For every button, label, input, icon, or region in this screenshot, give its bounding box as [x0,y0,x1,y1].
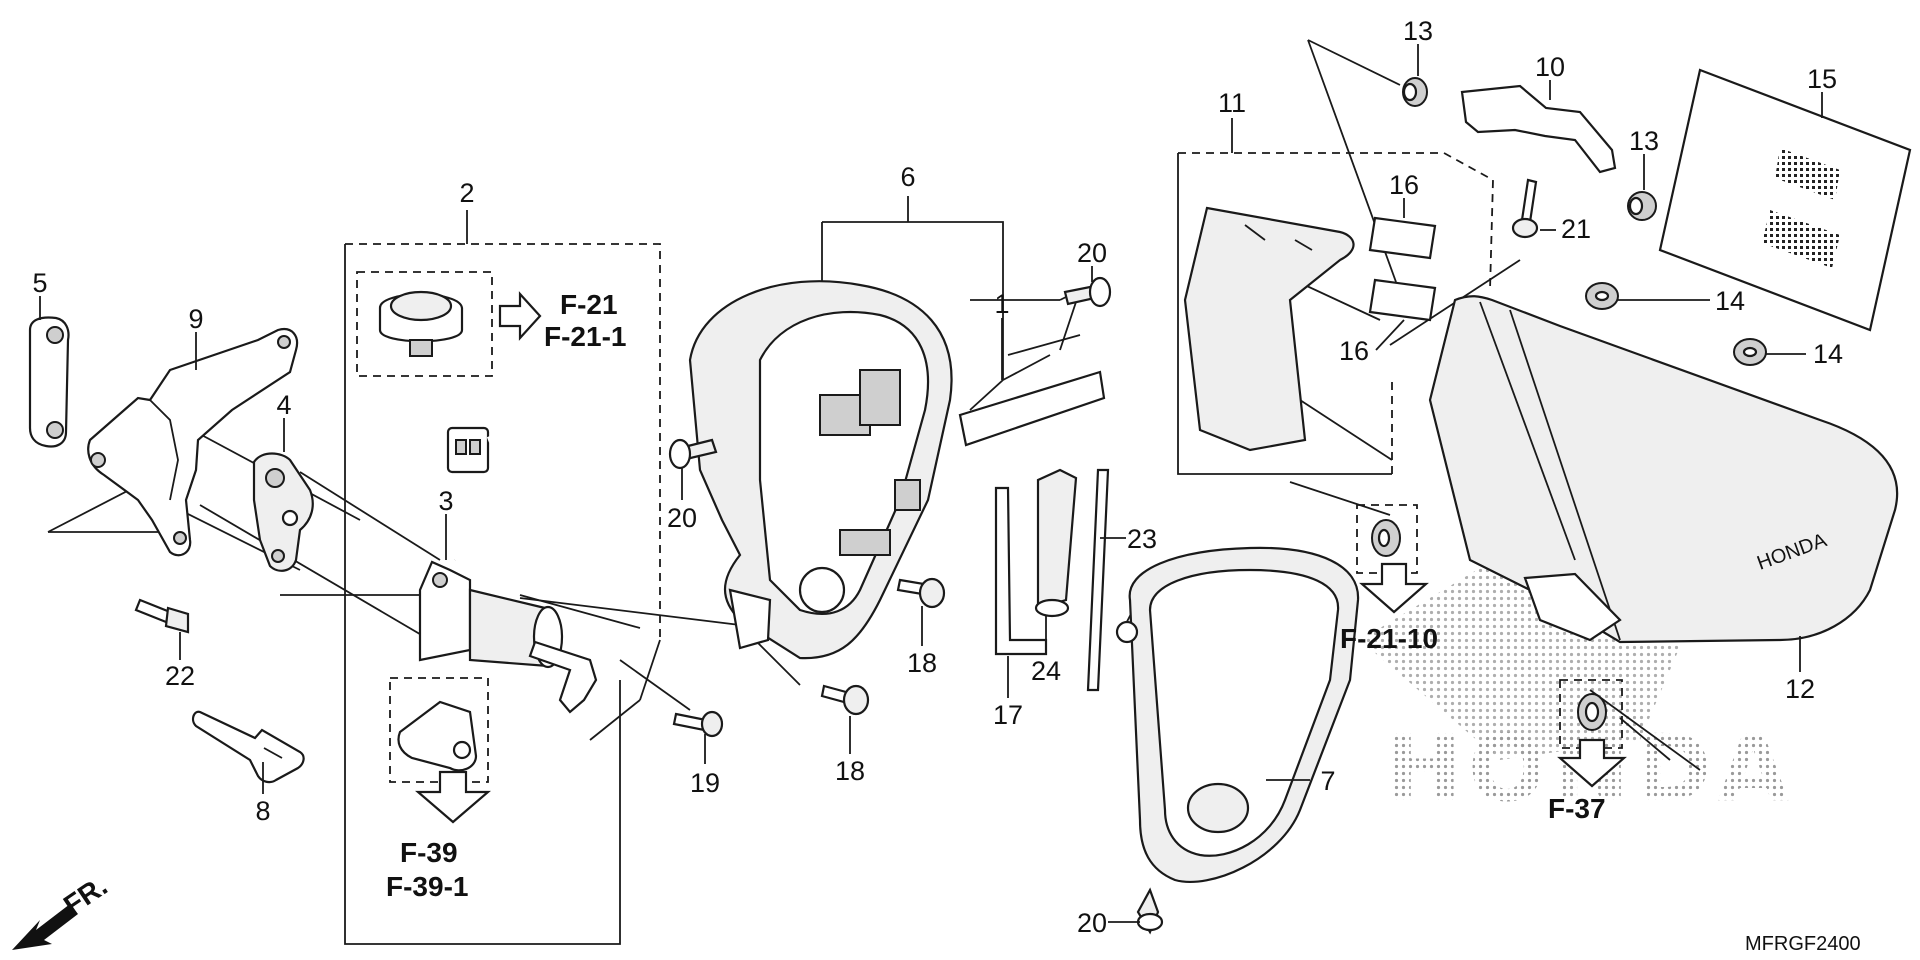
part-22-bolt [134,598,190,634]
callout-10: 10 [1535,52,1565,82]
part-21-bolt [1511,178,1539,239]
part-1-strip [958,370,1106,447]
part-20-clip-left [668,438,718,470]
part-19-screw [672,710,724,738]
part-12-side-cover: HONDA [1428,295,1899,644]
part-15-label [1658,68,1912,332]
part-16-pad-a [1368,216,1437,260]
lock-cylinder-icon [397,700,478,772]
ref-f39: F-39 [400,837,458,868]
section-references: F-21 F-21-1 F-39 F-39-1 F-21-10 F-37 [386,289,1606,902]
callout-5: 5 [32,268,47,298]
part-wire-harness [446,373,622,562]
callout-23: 23 [1127,524,1157,554]
part-4-holder [252,452,314,572]
callout-16-a: 16 [1389,170,1419,200]
ref-f21: F-21 [560,289,618,320]
callout-18-b: 18 [835,756,865,786]
callout-12: 12 [1785,674,1815,704]
callout-16-b: 16 [1339,336,1369,366]
part-14-grommet-a [1585,282,1619,310]
part-6-inner-cover [688,280,953,660]
diagram-code: MFRGF2400 [1745,933,1861,955]
part-11-inner-panel [1183,206,1355,452]
callout-18-a: 18 [907,648,937,678]
callout-8: 8 [255,796,270,826]
part-20-clip-bottom [1136,887,1164,935]
callout-17: 17 [993,700,1023,730]
part-8-key [191,710,305,784]
callout-19: 19 [690,768,720,798]
callout-20-left: 20 [667,503,697,533]
ref-f21-1: F-21-1 [544,321,626,352]
callout-1: 1 [994,289,1009,319]
ref-f21-10: F-21-10 [1340,623,1438,654]
callout-3: 3 [438,486,453,516]
part-18-screw-a [896,577,946,609]
fuel-cap-icon [378,290,464,357]
callout-21: 21 [1561,214,1591,244]
part-13-grommet-a [1402,77,1428,107]
callout-11: 11 [1218,88,1246,118]
callout-20-bottom: 20 [1077,908,1107,938]
ref-f37: F-37 [1548,793,1606,824]
part-20-clip-top [1063,276,1112,308]
callout-20-top: 20 [1077,238,1107,268]
part-13-grommet-b [1627,191,1657,221]
part-9-bracket [87,328,299,557]
ref-arrows [415,291,1627,824]
front-direction-arrow: FR. [12,870,113,950]
callout-2: 2 [459,178,474,208]
callout-7: 7 [1320,766,1335,796]
callout-15: 15 [1807,64,1837,94]
callout-13-a: 13 [1403,16,1433,46]
callout-22: 22 [165,661,195,691]
callout-13-b: 13 [1629,126,1659,156]
part-24-driver-grip [1034,468,1078,618]
part-3-ignition-switch [418,560,598,714]
part-7-side-cover [1115,546,1360,883]
callout-4: 4 [276,390,291,420]
callout-14-b: 14 [1813,339,1843,369]
part-23-screwdriver [1086,468,1110,692]
ref-f39-1: F-39-1 [386,871,468,902]
callout-ticks [39,44,1823,923]
callout-9: 9 [188,304,203,334]
part-grommet-boxed-2 [1577,693,1607,731]
part-5-bracket [28,316,70,448]
part-10-bracket [1460,84,1617,174]
callout-14-a: 14 [1715,286,1745,316]
part-18-screw-b [820,684,870,716]
part-14-grommet-b [1733,338,1767,366]
part-grommet-boxed [1371,519,1401,557]
part-16-pad-b [1368,278,1437,322]
callout-numbers: 5 9 4 2 3 22 8 19 6 1 20 20 20 18 18 17 … [32,16,1843,938]
callout-24: 24 [1031,656,1061,686]
callout-6: 6 [900,162,915,192]
